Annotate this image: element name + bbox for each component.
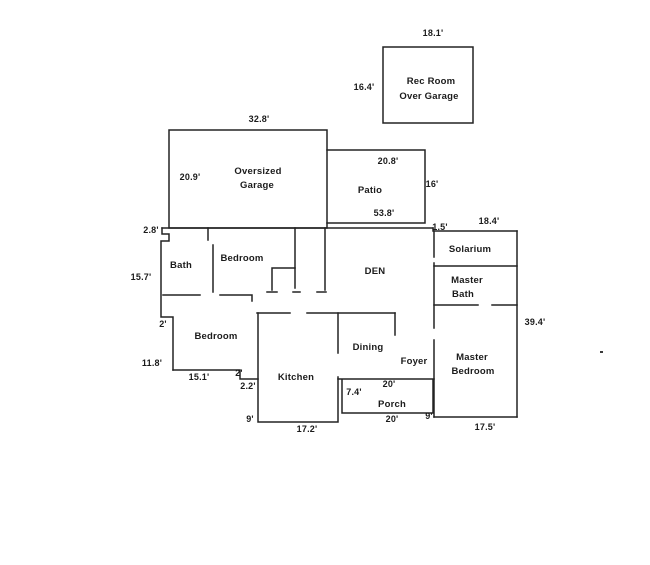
master-bedroom-label-line1: Master [456,352,488,363]
foyer-label: Foyer [401,356,428,367]
dim-solarium-top: 18.4' [479,216,500,226]
bedroom-lower-label: Bedroom [194,331,237,342]
bath-label: Bath [170,260,192,271]
rec-room-label-line1: Rec Room [407,76,456,87]
right-wing-left-wall [432,227,435,418]
dim-rec-room-width: 18.1' [423,28,444,38]
dim-patio-right: 16' [426,179,439,189]
patio-outline [326,149,426,224]
dim-rec-room-depth: 16.4' [354,82,375,92]
dim-patio-top: 20.8' [378,156,399,166]
porch-label: Porch [378,399,406,410]
dim-left-wall-lower: 11.8' [142,358,162,368]
rec-room-outline [382,46,474,124]
den-label: DEN [365,266,386,277]
master-bath-label-line1: Master [451,275,483,286]
rec-room-label-line2: Over Garage [399,91,458,102]
garage-label-line1: Oversized [234,166,281,177]
dim-porch-right: 9' [425,411,433,421]
master-bedroom-label-line2: Bedroom [451,366,494,377]
walls-layer [160,46,603,423]
dim-garage-width: 32.8' [249,114,270,124]
garage-label-line2: Garage [240,180,274,191]
dim-left-wall-upper: 15.7' [131,272,152,282]
bedroom-upper-label: Bedroom [220,253,263,264]
left-outer-wall [160,227,174,371]
solarium-label: Solarium [449,244,491,255]
dim-patio-bottom: 53.8' [374,208,395,218]
dim-bedroom-lower-bottom: 15.1' [189,372,210,382]
bedroom-lower-bottom-wall [172,369,259,380]
dim-kitchen-left: 9' [246,414,254,424]
dim-left-notch: 2.8' [143,225,158,235]
dim-master-bedroom-bottom: 17.5' [475,422,496,432]
dim-porch-bottom: 20' [386,414,399,424]
kitchen-label: Kitchen [278,372,314,383]
dim-garage-depth: 20.9' [180,172,201,182]
dim-step-down: 2' [235,368,243,378]
hall-top-wall [162,294,253,302]
dining-label: Dining [353,342,384,353]
dim-kitchen-bottom: 17.2' [297,424,318,434]
dim-porch-left: 7.4' [346,387,361,397]
dim-left-jog: 2' [159,319,167,329]
dim-right-wall: 39.4' [525,317,546,327]
den-closet-wall [271,267,296,291]
dim-dining-bottom: 20' [383,379,396,389]
scan-speck [600,351,603,353]
dim-step-over: 2.2' [240,381,255,391]
kitchen-walls [257,312,339,423]
porch-outline [341,379,434,414]
master-bath-label-line2: Bath [452,289,474,300]
patio-label: Patio [358,185,382,196]
bath-right-wall [207,227,214,293]
dim-offset-right: 1.5' [432,222,447,232]
